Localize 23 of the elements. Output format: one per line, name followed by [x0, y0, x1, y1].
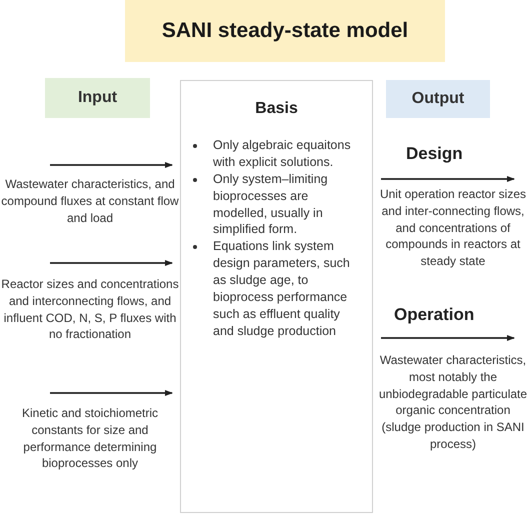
arrow — [50, 260, 173, 266]
panel-heading: Basis — [254, 99, 299, 119]
output-header-box — [386, 80, 490, 118]
edge-label: Kinetic and stoichiometric constants for size and performance determining bioprocesses only — [20, 405, 160, 472]
edge-label: Wastewater characteristics, and compound fluxes at constant flow and load — [0, 176, 180, 226]
edge-label: Reactor sizes and concentrations and interconnecting flows, and influent COD, N, S, P fluxes with no fractionation — [0, 276, 180, 344]
heading: Output — [412, 89, 464, 109]
section-heading: Design — [406, 143, 463, 165]
title-band — [125, 0, 445, 62]
section-heading: Operation — [394, 304, 474, 326]
heading: SANI steady-state model — [162, 18, 408, 44]
edge-label: Unit operation reactor sizes and inter-connecting flows, and concentrations of compounds in reactors at steady state — [378, 186, 528, 270]
bullet-text: Only algebraic equaitons with explicit solutions. — [213, 137, 352, 171]
arrow — [381, 335, 515, 341]
input-header-box — [45, 78, 150, 118]
bullet-text: Only system–limiting bioprocesses are modelled, usually in simplified form. — [213, 170, 329, 238]
bullet-text: Equations link system design parameters, such as sludge age, to bioprocess performance such as effluent quality and sludge production — [213, 238, 351, 340]
edge-label: Wastewater characteristics, most notably the unbiodegradable particulate organic concentration (sludge production in SANI process) — [378, 352, 528, 453]
arrow — [50, 162, 173, 168]
arrow — [50, 390, 173, 396]
basis-panel — [180, 80, 373, 513]
arrow — [381, 176, 515, 182]
heading: Input — [78, 88, 118, 108]
